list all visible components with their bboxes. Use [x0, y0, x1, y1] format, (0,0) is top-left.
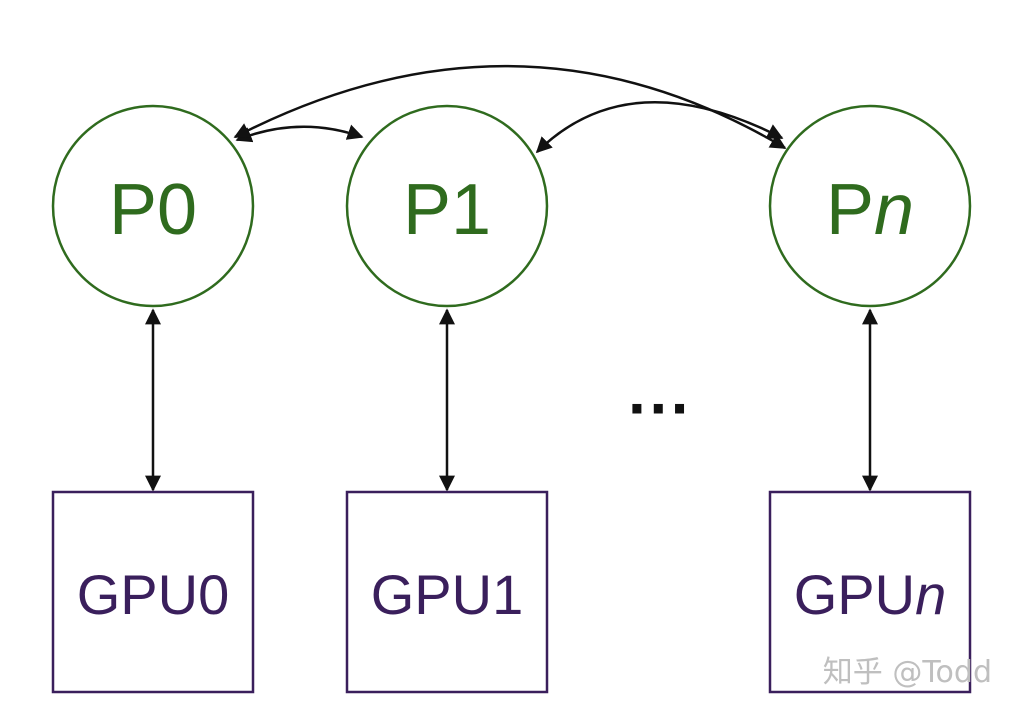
process-prefix: P — [109, 170, 157, 250]
process-node-p0: P0 — [51, 104, 255, 308]
process-label-p0: P0 — [109, 170, 197, 250]
process-suffix: 0 — [157, 170, 197, 250]
gpu-suffix: 0 — [198, 563, 229, 626]
gpu-box — [345, 490, 549, 694]
arrow-p1-pn — [535, 100, 784, 154]
arrow-p0-p1 — [235, 124, 364, 143]
process-suffix: 1 — [451, 170, 491, 250]
process-prefix: P — [826, 170, 874, 250]
gpu-suffix: n — [915, 563, 946, 626]
process-node-pn: Pn — [768, 104, 972, 308]
gpu-box — [51, 490, 255, 694]
gpu-box — [768, 490, 972, 694]
process-circle — [345, 104, 549, 308]
gpu-node-gpu1: GPU1 — [345, 490, 549, 694]
process-node-p1: P1 — [345, 104, 549, 308]
process-circle — [51, 104, 255, 308]
gpu-label-gpu0: GPU0 — [77, 563, 230, 626]
process-suffix: n — [874, 170, 914, 250]
process-label-p1: P1 — [403, 170, 491, 250]
process-prefix: P — [403, 170, 451, 250]
ellipsis: ··· — [628, 372, 692, 444]
gpu-suffix: 1 — [492, 563, 523, 626]
gpu-node-gpu0: GPU0 — [51, 490, 255, 694]
gpu-node-gpun: GPUn — [768, 490, 972, 694]
process-circle — [768, 104, 972, 308]
gpu-label-gpu1: GPU1 — [371, 563, 524, 626]
gpu-prefix: GPU — [77, 563, 198, 626]
process-label-pn: Pn — [826, 170, 914, 250]
gpu-label-gpun: GPUn — [794, 563, 947, 626]
gpu-prefix: GPU — [371, 563, 492, 626]
watermark: 知乎 @Todd — [823, 655, 992, 690]
gpu-prefix: GPU — [794, 563, 915, 626]
